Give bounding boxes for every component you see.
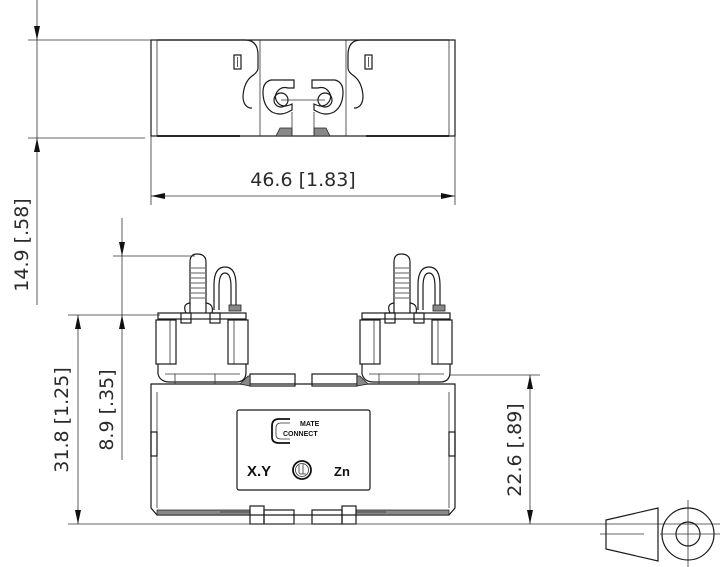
rating-label: X.Y — [247, 463, 271, 480]
dimension-width: 46.6 [1.83] — [150, 136, 456, 205]
front-view: MATE CONNECT X.Y Zn — [150, 253, 456, 525]
label-plate: MATE CONNECT X.Y Zn — [236, 409, 371, 491]
third-angle-projection-icon — [600, 500, 720, 567]
dimension-body-height: 22.6 [.89] — [450, 374, 540, 524]
top-view — [150, 39, 456, 137]
dimension-width-label: 46.6 [1.83] — [250, 169, 355, 191]
dimension-top-depth: 14.9 [.58] — [11, 0, 151, 305]
dimension-terminal-height-label: 8.9 [.35] — [96, 369, 118, 450]
material-label: Zn — [334, 464, 350, 479]
dimension-overall-height: 31.8 [1.25] — [51, 315, 720, 525]
ul-cert-icon — [292, 460, 312, 480]
dimension-top-depth-label: 14.9 [.58] — [11, 198, 33, 291]
terminal-right — [359, 253, 453, 384]
dimension-body-height-label: 22.6 [.89] — [504, 403, 526, 496]
mate-connect-logo-icon — [271, 418, 290, 444]
brand-line1: MATE — [300, 421, 320, 428]
terminal-left — [155, 253, 249, 384]
brand-line2: CONNECT — [283, 431, 318, 438]
dimension-overall-height-label: 31.8 [1.25] — [51, 367, 73, 472]
dimension-terminal-height: 8.9 [.35] — [68, 218, 195, 460]
